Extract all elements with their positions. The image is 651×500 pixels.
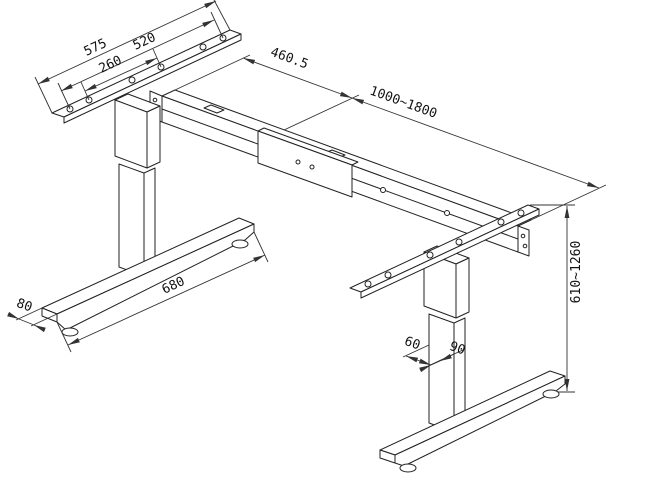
right-foot (379, 370, 566, 473)
dimension-line (18, 318, 35, 326)
beam-sleeve-front (257, 130, 353, 198)
dimension-annotations: 575 520 260 460.5 1000~1800 (7, 0, 607, 393)
mount-hole (364, 280, 372, 288)
frame-geometry (41, 29, 566, 473)
sleeve-screw (309, 164, 315, 170)
leveling-pad (399, 463, 417, 473)
left-column (114, 93, 161, 277)
extension-line (530, 184, 607, 221)
dim-height-range: 610~1260 (530, 204, 584, 393)
right-bracket (349, 204, 540, 299)
bolt-hole (520, 233, 526, 239)
extension-line (253, 231, 269, 263)
extension-line (213, 0, 231, 31)
right-column-lower-front (428, 313, 455, 433)
dim-column-width: 90 (419, 339, 467, 373)
right-column-upper-side (455, 257, 470, 319)
mount-hole (455, 238, 463, 246)
dimension-line (430, 360, 441, 366)
dim-label-frame-length-range: 1000~1800 (368, 84, 439, 122)
dim-label-height-range: 610~1260 (569, 241, 584, 304)
left-column-lower-front (118, 163, 145, 277)
dim-label-bracket-hole-span: 520 (131, 30, 159, 54)
dim-label-beam-fixed-section: 460.5 (268, 45, 310, 72)
beam-slot (203, 104, 225, 114)
beam-hole (380, 187, 386, 193)
left-column-upper-front (114, 99, 148, 169)
extension-line (283, 94, 360, 131)
bolt-hole (152, 97, 158, 103)
leveling-pad (61, 327, 79, 337)
dimension-line (351, 97, 600, 189)
dim-label-column-width: 90 (447, 339, 467, 358)
dim-label-foot-end-width: 80 (14, 296, 34, 315)
leveling-pad (231, 239, 249, 249)
extension-line (56, 321, 72, 353)
extension-line (34, 76, 53, 114)
extension-line (30, 313, 58, 327)
dimension-line (242, 57, 353, 99)
extension-line (15, 307, 43, 321)
extension-line (402, 344, 430, 358)
extension-line (210, 11, 224, 39)
mount-hole (199, 43, 207, 51)
bolt-hole (522, 243, 528, 249)
dim-foot-end-width: 80 (7, 296, 58, 333)
extension-line (57, 82, 71, 110)
right-column (423, 245, 470, 433)
dimension-line (405, 355, 432, 366)
beam-hole (444, 210, 450, 216)
dimension-line (84, 57, 158, 92)
dimension-arrow-line (33, 324, 46, 333)
left-column-upper-side (146, 105, 161, 169)
dim-label-bracket-length: 575 (82, 36, 110, 60)
dimension-arrow-line (419, 364, 432, 373)
dimension-line (67, 254, 266, 346)
sleeve-screw (295, 159, 301, 165)
right-foot-top-face (379, 370, 566, 456)
crossbeam-right-end-cap (517, 225, 530, 257)
dimension-arrow-line (439, 353, 452, 362)
mount-hole (128, 76, 136, 84)
mount-hole (497, 218, 505, 226)
right-foot-end-face (379, 449, 396, 464)
mount-hole (384, 271, 392, 279)
right-foot-front-face (394, 375, 566, 467)
mount-hole (426, 251, 434, 259)
right-bracket-front-face (360, 208, 540, 299)
dimension-arrow-line (7, 311, 20, 320)
leveling-pad (542, 389, 560, 399)
extension-line (174, 54, 251, 91)
dim-label-column-depth: 60 (402, 334, 422, 353)
mount-hole (517, 209, 525, 217)
dim-label-bracket-inner-hole-span: 260 (97, 53, 125, 77)
